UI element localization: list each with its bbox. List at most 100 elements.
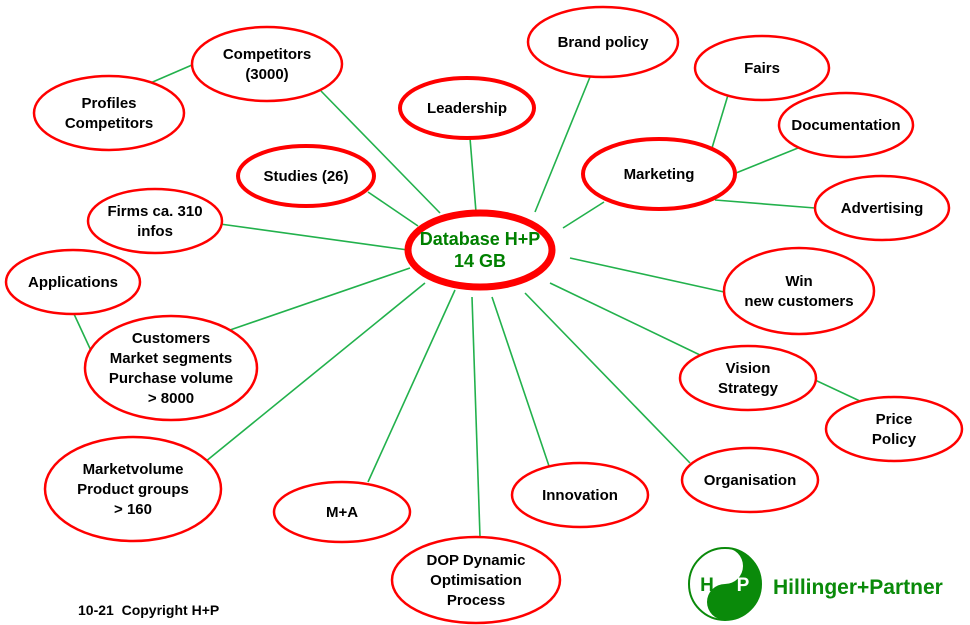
node-label: Purchase volume [109,370,233,387]
node-ellipse [777,91,915,159]
connector-line [73,313,94,356]
connector-line [714,199,816,209]
node-label: > 8000 [148,390,194,407]
node-applications: Applications [4,248,142,316]
node-ellipse [4,248,142,316]
node-ellipse [272,480,412,544]
connector-line [471,296,481,538]
node-label: Win [785,273,812,290]
node-advertising: Advertising [813,174,951,242]
node-label: Market segments [110,350,233,367]
node-ellipse [398,76,536,140]
node-label: Product groups [77,481,189,498]
node-studies: Studies (26) [236,144,376,208]
connector-line [491,296,550,467]
node-label: Advertising [841,200,924,217]
connector-line [229,267,411,331]
node-ellipse [678,344,818,412]
node-label: Profiles [81,95,136,112]
node-label: Optimisation [430,572,522,589]
node-ellipse [404,209,556,291]
node-ellipse [526,5,680,79]
node-ellipse [722,246,876,336]
node-label: Firms ca. 310 [107,203,202,220]
node-ellipse [680,446,820,514]
node-label: Marketvolume [83,461,184,478]
node-label: Applications [28,274,118,291]
node-innovation: Innovation [510,461,650,529]
node-ellipse [43,435,223,543]
node-ellipse [581,137,737,211]
connector-line [735,147,799,174]
node-label: Leadership [427,100,507,117]
connector-line [534,76,591,213]
connector-line [711,94,729,149]
connector-line [469,137,477,213]
node-label: Competitors [65,115,153,132]
node-label: Strategy [718,380,779,397]
node-label: (3000) [245,66,288,83]
connector-line [320,90,441,214]
node-label: > 160 [114,501,152,518]
connector-line [562,201,605,229]
node-label: DOP Dynamic [427,552,526,569]
node-ellipse [83,314,259,422]
logo-letter-h: H [700,575,714,596]
node-label: Policy [872,431,917,448]
connector-line [367,289,456,483]
node-label: Customers [132,330,210,347]
node-label: Price [876,411,913,428]
node-label: 14 GB [454,251,506,271]
logo-letter-p: P [737,575,750,596]
node-ellipse [236,144,376,208]
node-label: Database H+P [420,229,541,249]
node-label: Documentation [791,117,900,134]
node-label: Fairs [744,60,780,77]
node-fairs: Fairs [693,34,831,102]
hp-logo: H P [688,547,762,621]
copyright-footer: 10-21 Copyright H+P [78,602,220,618]
node-leadership: Leadership [398,76,536,140]
connector-line [814,379,863,403]
node-label: Studies (26) [263,168,348,185]
node-label: Vision [726,360,771,377]
node-label: Competitors [223,46,311,63]
connector-line [204,282,426,463]
node-m-and-a: M+A [272,480,412,544]
connector-line [569,257,725,293]
connector-line [549,282,701,356]
node-ellipse [86,187,224,255]
node-label: M+A [326,504,358,521]
node-ellipse [190,25,344,103]
node-win-new-customers: Win new customers [722,246,876,336]
node-label: Brand policy [558,34,650,51]
connector-line [367,191,419,227]
node-label: Innovation [542,487,618,504]
connector-line [524,292,691,464]
node-ellipse [693,34,831,102]
connector-line [147,64,193,85]
brand-name: Hillinger+Partner [773,576,943,599]
node-organisation: Organisation [680,446,820,514]
node-ellipse [32,74,186,152]
node-label: new customers [744,293,853,310]
node-documentation: Documentation [777,91,915,159]
node-ellipse [824,395,964,463]
node-label: Process [447,592,505,609]
node-marketing: Marketing [581,137,737,211]
node-label: Organisation [704,472,797,489]
node-label: Marketing [624,166,695,183]
node-brand-policy: Brand policy [526,5,680,79]
node-database: Database H+P14 GB [404,209,556,291]
node-ellipse [813,174,951,242]
node-ellipse [390,535,562,625]
node-competitors: Competitors (3000) [190,25,344,103]
node-ellipse [510,461,650,529]
node-label: infos [137,223,173,240]
